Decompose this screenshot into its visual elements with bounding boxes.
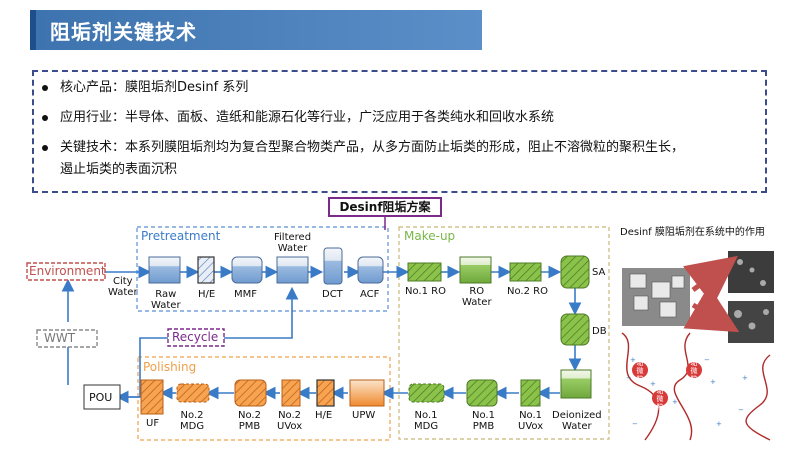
no2-pmb-label: No.2 PMB: [238, 410, 261, 432]
bullet-dot: [42, 85, 48, 91]
filtered-water-tank: [276, 256, 309, 284]
svg-text:+: +: [630, 356, 636, 364]
no2-pmb-unit: [234, 379, 267, 407]
dct-label: DCT: [322, 289, 343, 300]
polymer-chain-3: [745, 354, 771, 441]
arrow-red-down: [683, 285, 740, 333]
svg-text:+: +: [742, 374, 748, 382]
db-column: [560, 313, 590, 346]
scale-particle-label-3: 垢微粒: [690, 359, 698, 383]
raw-water-label: Raw Water: [151, 289, 181, 311]
city-water-label: City Water: [108, 276, 138, 298]
no1-pmb-unit: [466, 379, 498, 407]
no1-pmb-label: No.1 PMB: [472, 410, 495, 432]
bullet-industry: 应用行业：半导体、面板、造纸和能源石化等行业，广泛应用于各类纯水和回收水系统: [60, 110, 555, 125]
mmf-label: MMF: [234, 289, 258, 300]
scale-particle: [632, 362, 648, 378]
no2-ro-unit: [509, 262, 542, 282]
he-exchanger-1: [197, 256, 215, 284]
upw-label: UPW: [352, 410, 376, 421]
sa-column: [560, 255, 590, 289]
bullet-core-product: 核心产品：膜阻垢剂Desinf 系列: [60, 80, 249, 95]
bullet-key-tech-cont: 遏止垢类的表面沉积: [60, 162, 178, 177]
uf-unit: [140, 379, 164, 415]
ro-water-label: RO Water: [462, 286, 492, 308]
svg-text:+: +: [710, 378, 716, 386]
desinf-tag: Desinf阻垢方案: [328, 197, 442, 217]
no2-ro-label: No.2 RO: [507, 286, 548, 297]
recycle-box: [167, 328, 225, 347]
no1-mdg-label: No.1 MDG: [414, 410, 439, 432]
wwt-label: WWT: [44, 331, 76, 345]
pou-box: [83, 384, 121, 410]
raw-water-tank: [148, 256, 181, 284]
no1-ro-unit: [407, 262, 442, 282]
sa-label: SA: [592, 267, 606, 278]
uf-label: UF: [146, 418, 160, 429]
svg-text:−: −: [626, 374, 632, 382]
scale-particle: [686, 362, 702, 378]
he1-label: H/E: [198, 289, 216, 300]
ro-water-tank: [459, 256, 492, 284]
svg-text:+: +: [672, 398, 678, 406]
dct-tower: [323, 247, 343, 285]
mmf-filter: [231, 256, 263, 284]
title-bar: [30, 10, 482, 50]
filtered-water-label: Filtered Water: [274, 232, 312, 254]
no2-mdg-unit: [176, 383, 210, 403]
acf-filter: [357, 256, 384, 284]
environment-label: Environment: [29, 264, 106, 278]
svg-text:+: +: [716, 420, 722, 428]
no1-uvox-unit: [520, 379, 541, 407]
no2-mdg-label: No.2 MDG: [180, 410, 205, 432]
acf-label: ACF: [360, 289, 380, 300]
scale-particle: [652, 390, 668, 406]
section-title-makeup: Make-up: [404, 229, 456, 243]
no1-ro-label: No.1 RO: [405, 286, 446, 297]
db-label: DB: [592, 326, 607, 337]
no2-uvox-unit: [281, 379, 301, 407]
he2-label: H/E: [315, 410, 333, 421]
pou-label: POU: [89, 391, 113, 404]
page-title: 阻垢剂关键技术: [50, 20, 197, 44]
svg-text:+: +: [650, 380, 656, 388]
scale-particle-label-1: 垢微粒: [636, 359, 644, 383]
section-title-pretreatment: Pretreatment: [141, 229, 221, 243]
recycle-label: Recycle: [172, 330, 219, 344]
wwt-box: [36, 329, 98, 348]
environment-box: [26, 262, 106, 281]
scale-sem-image-2: [728, 301, 774, 343]
polymer-chain-2: [673, 332, 693, 441]
no1-mdg-unit: [408, 383, 445, 403]
svg-text:−: −: [738, 406, 744, 414]
right-panel-title: Desinf 膜阻垢剂在系统中的作用: [620, 227, 765, 238]
upw-tank: [349, 379, 385, 407]
deionized-water-tank: [560, 369, 592, 399]
polymer-chain-1: [621, 332, 660, 441]
scale-particle-label-2: 垢微粒: [656, 387, 664, 411]
bullet-dot: [42, 115, 48, 121]
he-exchanger-2: [316, 379, 335, 407]
deionized-water-label: Deionized Water: [552, 410, 602, 432]
svg-text:−: −: [632, 420, 638, 428]
no2-uvox-label: No.2 UVox: [277, 410, 303, 432]
polishing-section: [137, 356, 391, 441]
makeup-section: [398, 226, 610, 440]
svg-text:−: −: [704, 356, 710, 364]
no1-uvox-label: No.1 UVox: [518, 410, 544, 432]
bullet-dot: [42, 145, 48, 151]
bullet-key-tech: 关键技术：本系列膜阻垢剂均为复合型聚合物类产品，从多方面防止垢类的形成，阻止不溶…: [60, 140, 685, 155]
arrow-red-up: [682, 255, 738, 307]
section-title-polishing: Polishing: [143, 360, 197, 374]
info-box: [32, 70, 767, 193]
